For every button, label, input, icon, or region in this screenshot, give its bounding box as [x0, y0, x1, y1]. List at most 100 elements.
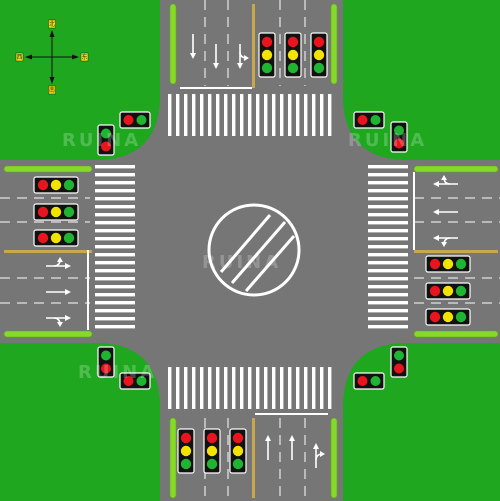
crosswalk-stripe	[264, 367, 268, 409]
crosswalk-stripe	[95, 237, 135, 241]
crosswalk-stripe	[95, 221, 135, 225]
crosswalk-stripe	[264, 94, 268, 136]
crosswalk-stripe	[248, 367, 252, 409]
crosswalk-stripe	[232, 94, 236, 136]
crosswalk-stripe	[95, 253, 135, 257]
crosswalk-stripe	[368, 245, 408, 249]
crosswalk-stripe	[288, 94, 292, 136]
crosswalk-stripe	[224, 94, 228, 136]
watermarks: RUINA RUINA RUINA RUINA	[62, 130, 427, 383]
crosswalk-stripe	[280, 94, 284, 136]
crosswalk-stripe	[304, 94, 308, 136]
crosswalk-stripe	[208, 94, 212, 136]
crosswalk-stripe	[95, 325, 135, 329]
signals-south	[177, 428, 247, 474]
stop-lines	[87, 87, 415, 415]
crosswalk-stripe	[95, 277, 135, 281]
crosswalk-stripe	[95, 213, 135, 217]
crosswalk-stripe	[95, 261, 135, 265]
crosswalk-stripe	[184, 94, 188, 136]
crosswalk-stripe	[95, 205, 135, 209]
crosswalk-stripe	[312, 94, 316, 136]
compass-west-label: 西	[16, 54, 22, 61]
crosswalk-east	[368, 165, 408, 329]
crosswalk-stripe	[95, 309, 135, 313]
crosswalk-stripe	[192, 367, 196, 409]
crosswalk-stripe	[184, 367, 188, 409]
crosswalk-stripe	[232, 367, 236, 409]
crosswalk-stripe	[368, 221, 408, 225]
crosswalk-stripe	[368, 293, 408, 297]
crosswalk-stripe	[216, 94, 220, 136]
signals-east	[425, 255, 471, 326]
crosswalk-stripe	[176, 94, 180, 136]
crosswalk-stripe	[240, 94, 244, 136]
crosswalk-stripe	[95, 245, 135, 249]
watermark-1: RUINA	[62, 130, 141, 151]
crosswalk-stripe	[224, 367, 228, 409]
crosswalk-stripe	[368, 189, 408, 193]
watermark-2: RUINA	[348, 130, 427, 151]
compass-rose: 北 南 西 东	[15, 19, 89, 95]
crosswalk-stripe	[328, 367, 332, 409]
crosswalk-stripe	[368, 213, 408, 217]
crosswalk-stripe	[368, 181, 408, 185]
crosswalk-stripe	[248, 94, 252, 136]
center-circle-marking	[207, 203, 301, 297]
crosswalk-stripe	[168, 367, 172, 409]
crosswalk-stripe	[368, 205, 408, 209]
crosswalk-stripe	[368, 197, 408, 201]
crosswalk-stripe	[200, 367, 204, 409]
crosswalk-stripe	[95, 189, 135, 193]
crosswalk-stripe	[368, 309, 408, 313]
crosswalk-stripe	[95, 317, 135, 321]
crosswalk-stripe	[168, 94, 172, 136]
crosswalk-stripe	[95, 293, 135, 297]
crosswalk-stripe	[200, 94, 204, 136]
crosswalk-stripe	[304, 367, 308, 409]
crosswalk-stripe	[95, 269, 135, 273]
crosswalk-stripe	[95, 229, 135, 233]
crosswalk-stripe	[368, 165, 408, 169]
crosswalk-stripe	[296, 94, 300, 136]
crosswalk-stripe	[288, 367, 292, 409]
crosswalk-stripe	[95, 181, 135, 185]
crosswalk-stripe	[368, 325, 408, 329]
crosswalk-stripe	[256, 367, 260, 409]
watermark-3: RUINA	[202, 252, 281, 273]
crosswalk-stripe	[95, 197, 135, 201]
crosswalk-stripe	[208, 367, 212, 409]
signals-west	[33, 176, 79, 247]
crosswalk-stripe	[368, 269, 408, 273]
crosswalk-west	[95, 165, 135, 329]
crosswalk-stripe	[95, 173, 135, 177]
crosswalk-stripe	[368, 277, 408, 281]
crosswalk-north	[168, 94, 332, 136]
crosswalk-stripe	[368, 237, 408, 241]
crosswalk-stripe	[95, 301, 135, 305]
crosswalk-stripe	[312, 367, 316, 409]
signals-north	[258, 32, 328, 78]
crosswalk-stripe	[368, 301, 408, 305]
crosswalk-stripe	[368, 317, 408, 321]
compass-north-label: 北	[49, 20, 55, 28]
crosswalk-stripe	[368, 253, 408, 257]
watermark-4: RUINA	[78, 362, 157, 383]
crosswalk-stripe	[272, 367, 276, 409]
crosswalk-stripe	[320, 94, 324, 136]
crosswalk-stripe	[368, 229, 408, 233]
crosswalk-stripe	[256, 94, 260, 136]
compass-east-label: 东	[81, 53, 87, 61]
crosswalk-stripe	[280, 367, 284, 409]
crosswalk-stripe	[328, 94, 332, 136]
compass-south-label: 南	[49, 86, 55, 94]
crosswalk-stripe	[192, 94, 196, 136]
crosswalk-stripe	[216, 367, 220, 409]
crosswalk-stripe	[368, 173, 408, 177]
curb-strips	[3, 3, 499, 499]
crosswalk-stripe	[368, 285, 408, 289]
crosswalk-stripe	[176, 367, 180, 409]
crosswalk-stripe	[95, 285, 135, 289]
crosswalk-stripe	[272, 94, 276, 136]
